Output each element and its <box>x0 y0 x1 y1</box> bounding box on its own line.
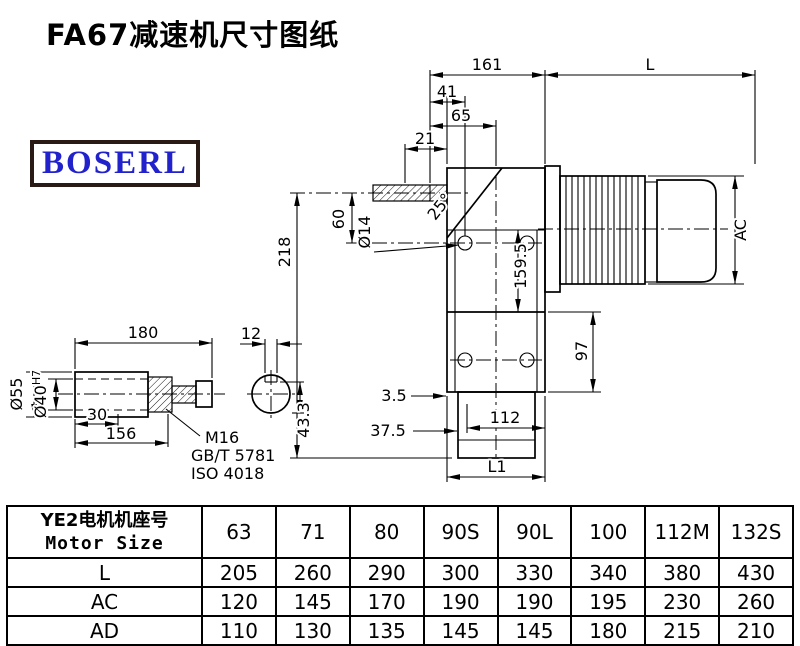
dim-43-3-label: 43.3 <box>294 402 313 438</box>
dim-L1-label: L1 <box>487 457 506 476</box>
extension-lines <box>290 70 756 482</box>
dim-21-label: 21 <box>415 129 435 148</box>
value-cell: 260 <box>274 557 351 588</box>
row-label-AD: AD <box>6 615 203 646</box>
size-header-cell: 100 <box>570 505 647 559</box>
motor-size-table: YE2电机机座号 Motor Size 63 71 80 90S 90L 100… <box>6 505 794 646</box>
table-row-AD: AD 110 130 135 145 145 180 215 210 <box>6 615 794 646</box>
dim-65-label: 65 <box>451 106 471 125</box>
dim-30-label: 30 <box>87 405 107 424</box>
size-header-cell: 112M <box>644 505 721 559</box>
dim-37-5-label: 37.5 <box>370 421 406 440</box>
end-washer <box>147 376 173 413</box>
boserl-logo-text: BOSERL <box>42 145 188 181</box>
dim-41-label: 41 <box>437 82 457 101</box>
size-header-cell: 90L <box>496 505 573 559</box>
bolt-head <box>195 380 213 408</box>
dim-dia55-label: Ø55 <box>7 378 26 411</box>
housing-slant-edge <box>446 167 503 239</box>
dim-AC-label: AC <box>731 219 750 241</box>
table-header-row: YE2电机机座号 Motor Size 63 71 80 90S 90L 100… <box>6 505 794 559</box>
fan-cover <box>656 179 717 283</box>
table-row-L: L 205 260 290 300 330 340 380 430 <box>6 557 794 588</box>
size-header-cell: 90S <box>422 505 499 559</box>
value-cell: 260 <box>718 586 794 617</box>
value-cell: 195 <box>570 586 647 617</box>
bolt-standard-gb-label: GB/T 5781 <box>191 446 275 465</box>
bolt-spec-label: M16 <box>205 428 239 447</box>
main-view: 161 L 41 65 21 60 Ø14 218 25° 159.5 <box>273 53 756 482</box>
motor <box>544 165 717 293</box>
value-cell: 145 <box>422 615 499 646</box>
value-cell: 300 <box>422 557 499 588</box>
dim-161-label: 161 <box>472 55 503 74</box>
row-label-AC: AC <box>6 586 203 617</box>
header-line-en: Motor Size <box>45 533 164 554</box>
value-cell: 290 <box>348 557 425 588</box>
header-line-cn: YE2电机机座号 <box>40 509 169 531</box>
bolt-shank <box>171 385 197 404</box>
value-cell: 190 <box>496 586 573 617</box>
value-cell: 210 <box>718 615 794 646</box>
dim-159-5-label: 159.5 <box>511 243 530 289</box>
shaft-section <box>58 371 225 437</box>
value-cell: 135 <box>348 615 425 646</box>
dim-218-label: 218 <box>275 237 294 268</box>
value-cell: 230 <box>644 586 721 617</box>
size-header-cell: 132S <box>718 505 794 559</box>
row-label-L: L <box>6 557 203 588</box>
dimensions: 161 L 41 65 21 60 Ø14 218 25° 159.5 <box>273 53 755 480</box>
size-header-cell: 63 <box>201 505 277 559</box>
dim-dia14-label: Ø14 <box>355 216 374 249</box>
dim-dia40h7-label: Ø40H7 <box>30 370 50 418</box>
shaft-dimensions: 180 12 30 156 Ø55 Ø40H7 43.3 M16 GB/T 57… <box>5 321 315 485</box>
value-cell: 170 <box>348 586 425 617</box>
dim-L-label: L <box>646 55 655 74</box>
boserl-logo: BOSERL <box>30 140 200 187</box>
table-row-AC: AC 120 145 170 190 190 195 230 260 <box>6 586 794 617</box>
dim-97-label: 97 <box>572 341 591 361</box>
value-cell: 130 <box>274 615 351 646</box>
dim-156-label: 156 <box>106 424 137 443</box>
bolt-leader-line <box>165 408 201 437</box>
value-cell: 190 <box>422 586 499 617</box>
value-cell: 205 <box>201 557 277 588</box>
value-cell: 380 <box>644 557 721 588</box>
motor-size-header-cell: YE2电机机座号 Motor Size <box>6 505 203 559</box>
page-title: FA67减速机尺寸图纸 <box>46 18 340 52</box>
dim-3-5-label: 3.5 <box>381 386 406 405</box>
value-cell: 180 <box>570 615 647 646</box>
size-header-cell: 80 <box>348 505 425 559</box>
shaft-detail-view: 180 12 30 156 Ø55 Ø40H7 43.3 M16 GB/T 57… <box>5 321 315 485</box>
value-cell: 120 <box>201 586 277 617</box>
value-cell: 430 <box>718 557 794 588</box>
dim-112-label: 112 <box>490 408 521 427</box>
dim-60-label: 60 <box>329 209 348 229</box>
output-shaft <box>372 184 448 202</box>
value-cell: 340 <box>570 557 647 588</box>
dim-180-label: 180 <box>128 323 159 342</box>
value-cell: 215 <box>644 615 721 646</box>
bolt-standard-iso-label: ISO 4018 <box>191 464 264 483</box>
technical-drawing: 161 L 41 65 21 60 Ø14 218 25° 159.5 <box>5 53 756 485</box>
size-header-cell: 71 <box>274 505 351 559</box>
motor-cooling-fins <box>565 176 639 284</box>
value-cell: 145 <box>496 615 573 646</box>
value-cell: 145 <box>274 586 351 617</box>
value-cell: 110 <box>201 615 277 646</box>
shaft-cross-section <box>247 370 296 420</box>
dim-12-label: 12 <box>241 324 261 343</box>
value-cell: 330 <box>496 557 573 588</box>
